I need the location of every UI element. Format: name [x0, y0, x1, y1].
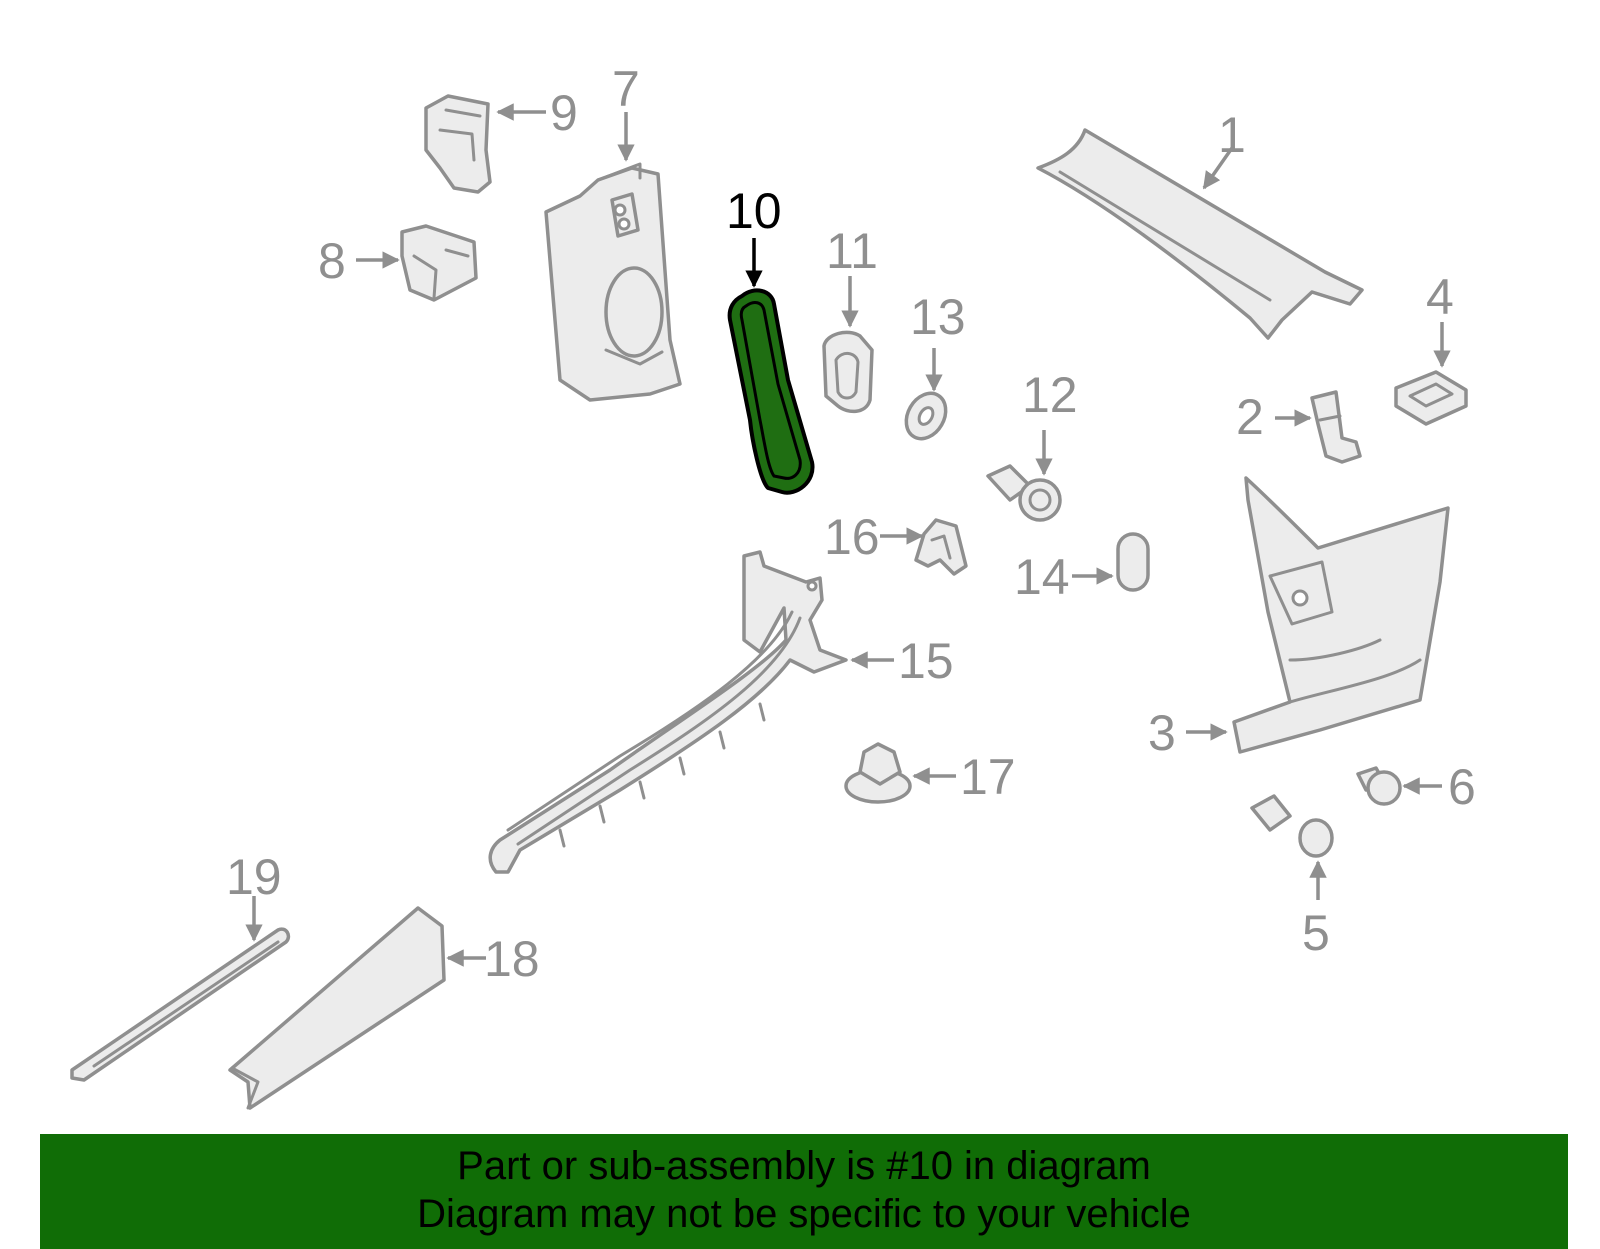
- part-13-washer: [904, 391, 948, 441]
- callout-7: 7: [612, 61, 640, 117]
- part-11-grommet: [822, 330, 874, 414]
- callout-19: 19: [226, 849, 282, 905]
- callout-3: 3: [1148, 705, 1176, 761]
- part-9-bracket: [424, 94, 492, 194]
- callout-8: 8: [318, 233, 346, 289]
- callout-14: 14: [1014, 549, 1070, 605]
- part-10-highlighted: [727, 288, 815, 495]
- callout-15: 15: [898, 633, 954, 689]
- part-8-bracket: [400, 224, 478, 302]
- part-4-clip: [1394, 370, 1468, 426]
- banner-line-2: Diagram may not be specific to your vehi…: [417, 1192, 1191, 1236]
- info-banner: Part or sub-assembly is #10 in diagram D…: [40, 1134, 1568, 1249]
- part-14-plug: [1116, 532, 1150, 592]
- callout-6: 6: [1448, 759, 1476, 815]
- part-16-clip: [914, 518, 968, 576]
- callout-18: 18: [484, 931, 540, 987]
- arrow-1: [1202, 146, 1234, 190]
- part-5-push-pin: [1250, 794, 1334, 858]
- part-6-screw: [1356, 766, 1402, 806]
- part-19-trim-strip: [70, 927, 291, 1082]
- callout-4: 4: [1426, 269, 1454, 325]
- part-3-kick-panel: [1232, 476, 1450, 754]
- callout-11: 11: [826, 223, 878, 279]
- callout-5: 5: [1302, 905, 1330, 961]
- callout-12: 12: [1022, 367, 1078, 423]
- callout-13: 13: [910, 289, 966, 345]
- part-7-speaker-panel: [544, 162, 682, 402]
- part-1-pillar-trim: [1036, 128, 1364, 340]
- callout-17: 17: [960, 749, 1016, 805]
- part-18-sill-cover: [228, 906, 446, 1110]
- part-17-nut: [844, 742, 912, 804]
- callout-1: 1: [1218, 107, 1246, 163]
- callout-9: 9: [550, 85, 578, 141]
- part-12-screw: [986, 464, 1062, 522]
- callout-2: 2: [1236, 389, 1264, 445]
- callout-10: 10: [726, 183, 782, 239]
- banner-line-1: Part or sub-assembly is #10 in diagram: [457, 1144, 1151, 1188]
- part-15-sill-plate: [488, 550, 848, 874]
- part-2-clip: [1310, 390, 1362, 464]
- callout-16: 16: [824, 509, 880, 565]
